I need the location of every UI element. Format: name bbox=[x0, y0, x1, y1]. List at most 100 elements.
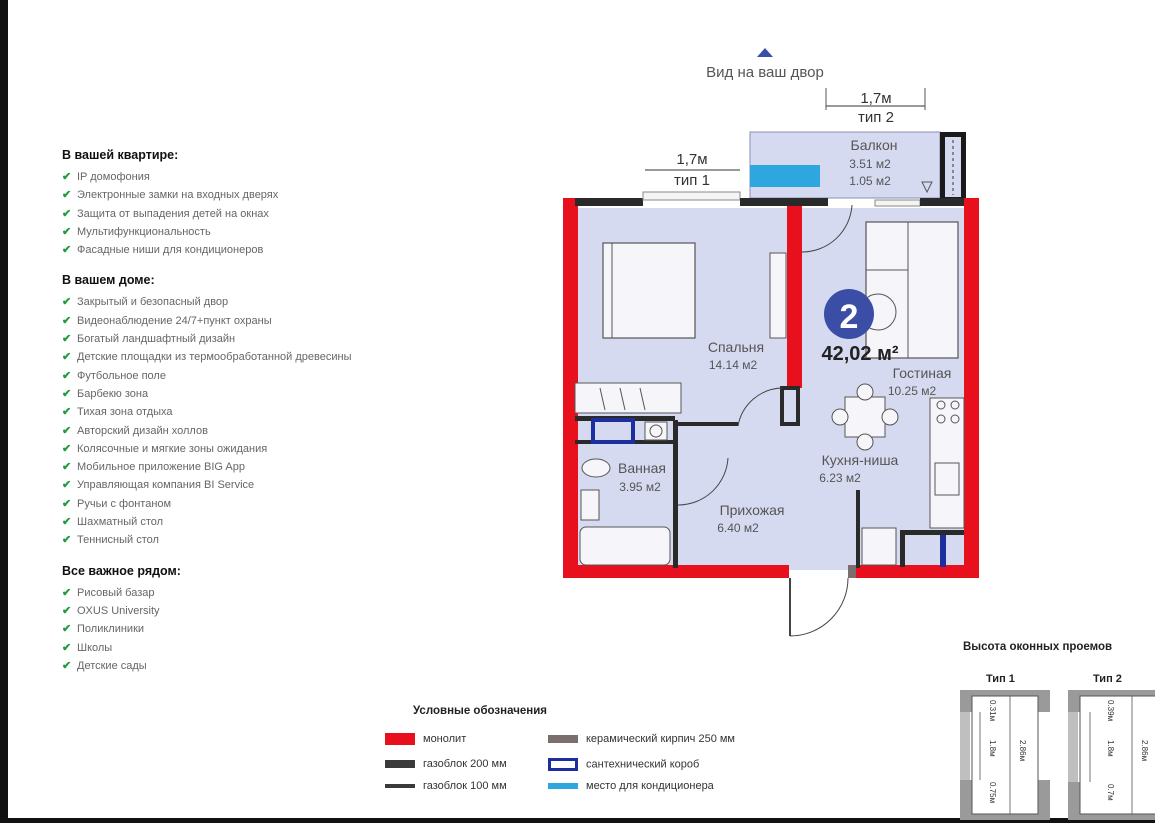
legend-item: газоблок 200 мм bbox=[385, 758, 507, 770]
type2-opening: 1.8м bbox=[1106, 740, 1115, 757]
legend-item: монолит bbox=[385, 733, 466, 746]
sink bbox=[580, 489, 600, 521]
feature-list: ✔Закрытый и безопасный двор ✔Видеонаблюд… bbox=[62, 293, 422, 549]
window-opening bbox=[1079, 695, 1155, 815]
features-panel: В вашей квартире: ✔IP домофония ✔Электро… bbox=[62, 148, 422, 689]
dining-table bbox=[844, 396, 886, 438]
living-name: Гостиная bbox=[893, 365, 952, 381]
balcony-area: 3.51 м2 bbox=[849, 157, 891, 171]
window-heights-diagram: 0.31м 1.8м 2.86м 0.75м 0.39м 1.8м 2.86м … bbox=[960, 690, 1155, 820]
swatch-gasblock-100 bbox=[385, 784, 415, 789]
hanger bbox=[599, 387, 606, 411]
check-icon: ✔ bbox=[62, 369, 72, 382]
kitchen-name: Кухня-ниша bbox=[822, 452, 899, 468]
check-icon: ✔ bbox=[62, 586, 72, 599]
wardrobe-bath bbox=[574, 382, 682, 414]
list-item: ✔Богатый ландшафтный дизайн bbox=[62, 330, 422, 348]
chair bbox=[856, 383, 874, 401]
window-type2-label: Тип 2 bbox=[1093, 673, 1122, 685]
ac-place bbox=[750, 165, 820, 187]
wall-gasblock bbox=[678, 422, 738, 426]
list-item: ✔Фасадные ниши для кондиционеров bbox=[62, 241, 422, 259]
check-icon: ✔ bbox=[62, 296, 72, 309]
swatch-gasblock-200 bbox=[385, 760, 415, 769]
bathroom-name: Ванная bbox=[618, 460, 666, 476]
list-item: ✔OXUS University bbox=[62, 602, 422, 620]
window-heights-title: Высота оконных проемов bbox=[963, 641, 1113, 653]
feature-list: ✔Рисовый базар ✔OXUS University ✔Поликли… bbox=[62, 584, 422, 675]
list-item: ✔Рисовый базар bbox=[62, 584, 422, 602]
swatch-monolith bbox=[385, 733, 415, 746]
list-item: ✔Шахматный стол bbox=[62, 513, 422, 531]
total-area: 42,02 м² bbox=[821, 343, 898, 365]
list-item: ✔Видеонаблюдение 24/7+пункт охраны bbox=[62, 312, 422, 330]
section-title: В вашем доме: bbox=[62, 273, 155, 288]
bathtub bbox=[579, 526, 671, 566]
window1-type: тип 1 bbox=[674, 172, 710, 189]
features-section: В вашей квартире: ✔IP домофония ✔Электро… bbox=[62, 148, 422, 259]
check-icon: ✔ bbox=[62, 461, 72, 474]
door-swing bbox=[677, 457, 729, 506]
list-item: ✔Ручьи с фонтаном bbox=[62, 495, 422, 513]
wardrobe bbox=[769, 252, 787, 339]
list-item: ✔Защита от выпадения детей на окнах bbox=[62, 205, 422, 223]
wall-monolith-bottom-left bbox=[563, 565, 789, 578]
plumbing-box bbox=[591, 418, 635, 444]
wall-stub bbox=[780, 386, 800, 426]
stove-burner bbox=[936, 414, 946, 424]
bedroom-area: 14.14 м2 bbox=[709, 358, 758, 372]
type2-total: 2.86м bbox=[1140, 740, 1149, 761]
list-item: ✔Детские площадки из термообработанной д… bbox=[62, 348, 422, 366]
chair bbox=[831, 408, 849, 426]
check-icon: ✔ bbox=[62, 171, 72, 183]
washing-drum bbox=[649, 424, 663, 438]
type2-top: 0.39м bbox=[1106, 700, 1115, 721]
sofa bbox=[865, 221, 959, 359]
check-icon: ✔ bbox=[62, 604, 72, 617]
check-icon: ✔ bbox=[62, 189, 72, 202]
features-section: Все важное рядом: ✔Рисовый базар ✔OXUS U… bbox=[62, 564, 422, 675]
swatch-brick bbox=[548, 735, 578, 744]
check-icon: ✔ bbox=[62, 659, 72, 672]
check-icon: ✔ bbox=[62, 406, 72, 419]
wall-gasblock bbox=[856, 490, 860, 568]
chair bbox=[856, 433, 874, 451]
toilet bbox=[581, 458, 611, 478]
kitchen-sink bbox=[934, 462, 960, 496]
window-type1 bbox=[642, 191, 741, 201]
window-type1-label: Тип 1 bbox=[986, 673, 1015, 685]
window1-size: 1,7м bbox=[676, 151, 707, 168]
check-icon: ✔ bbox=[62, 424, 72, 437]
balcony-name: Балкон bbox=[851, 137, 898, 153]
wall-gasblock-top bbox=[575, 198, 643, 206]
check-icon: ✔ bbox=[62, 623, 72, 636]
bedroom-name: Спальня bbox=[708, 339, 764, 355]
type1-top: 0.31м bbox=[988, 700, 997, 721]
triangle-down-icon bbox=[921, 181, 933, 194]
stove-burner bbox=[936, 400, 946, 410]
window2-type: тип 2 bbox=[858, 109, 894, 126]
check-icon: ✔ bbox=[62, 442, 72, 455]
list-item: ✔Управляющая компания BI Service bbox=[62, 476, 422, 494]
living-area: 10.25 м2 bbox=[888, 384, 937, 398]
type2-bottom: 0.7м bbox=[1106, 784, 1115, 801]
legend-item: газоблок 100 мм bbox=[385, 780, 507, 792]
triangle-up-icon bbox=[757, 48, 773, 57]
balcony-door bbox=[874, 199, 921, 207]
wall-monolith-right bbox=[964, 198, 979, 578]
frame-left-border bbox=[0, 0, 8, 823]
wall-gasblock bbox=[900, 530, 905, 567]
wall-monolith-center bbox=[787, 198, 802, 388]
wall-gasblock bbox=[900, 530, 964, 535]
check-icon: ✔ bbox=[62, 314, 72, 327]
legend-title: Условные обозначения bbox=[413, 705, 548, 717]
wall-brick bbox=[848, 565, 856, 578]
hallway-area: 6.40 м2 bbox=[717, 521, 759, 535]
wall-gasblock-top bbox=[920, 198, 964, 206]
kitchen-area: 6.23 м2 bbox=[819, 471, 861, 485]
feature-list: ✔IP домофония ✔Электронные замки на вход… bbox=[62, 168, 422, 259]
check-icon: ✔ bbox=[62, 479, 72, 492]
features-section: В вашем доме: ✔Закрытый и безопасный дво… bbox=[62, 273, 422, 549]
list-item: ✔Мультифункциональность bbox=[62, 223, 422, 241]
list-item: ✔Тихая зона отдыха bbox=[62, 403, 422, 421]
